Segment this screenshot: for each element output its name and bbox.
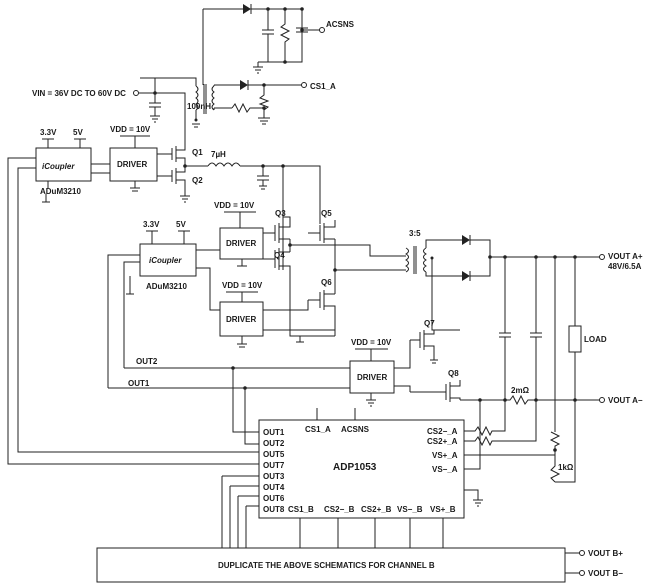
diode-cs1 [240, 80, 248, 90]
q4-label: Q4 [274, 251, 285, 260]
vdd-driver1-label: VDD = 10V [110, 125, 151, 134]
pin-out4: OUT4 [263, 483, 285, 492]
pin-vs-minus-b: VS−_B [397, 505, 423, 514]
pin-cs2-plus-a: CS2+_A [427, 437, 458, 446]
driver-3-box [219, 301, 264, 337]
diode-acsns [243, 4, 251, 14]
q1-label: Q1 [192, 148, 203, 157]
pin-cs2-minus-a: CS2−_A [427, 427, 458, 436]
pin-vs-plus-a: VS+_A [432, 451, 458, 460]
vout-a-spec-label: 48V/6.5A [608, 262, 642, 271]
pin-out5: OUT5 [263, 450, 285, 459]
vout-a-plus-label: VOUT A+ [608, 252, 643, 261]
driver-2-box [219, 227, 264, 260]
acsns-label: ACSNS [326, 20, 355, 29]
q2-label: Q2 [192, 176, 203, 185]
v5-mid-label: 5V [176, 220, 186, 229]
diode-d2 [462, 271, 470, 281]
pin-cs1-b: CS1_B [288, 505, 314, 514]
q5-label: Q5 [321, 209, 332, 218]
inductor-7uh-label: 7µH [211, 150, 226, 159]
q7-label: Q7 [424, 319, 435, 328]
r-2m-label: 2mΩ [511, 386, 530, 395]
q6-label: Q6 [321, 278, 332, 287]
vout-b-minus-label: VOUT B− [588, 569, 623, 578]
driver-3-label: DRIVER [226, 315, 256, 324]
pin-vs-plus-b: VS+_B [430, 505, 456, 514]
vdd-driver4-label: VDD = 10V [351, 338, 392, 347]
icoupler-mid-box [139, 243, 197, 277]
q8-label: Q8 [448, 369, 459, 378]
pin-cs2-minus-b: CS2−_B [324, 505, 355, 514]
driver-1-box [109, 147, 158, 182]
adp1053-section: ADP1053 OUT1 OUT2 OUT5 OUT7 OUT3 OUT4 OU… [221, 400, 556, 548]
v33-mid-label: 3.3V [143, 220, 160, 229]
vdd-driver2-label: VDD = 10V [214, 201, 255, 210]
full-bridge-section: 3.3V 5V iCoupler ADuM3210 VDD = 10V DRIV… [139, 201, 406, 348]
pin-out2: OUT2 [263, 439, 285, 448]
adum-top-label: ADuM3210 [40, 187, 81, 196]
out2-label: OUT2 [136, 357, 158, 366]
icoupler-top-box [35, 147, 92, 182]
duplicate-label: DUPLICATE THE ABOVE SCHEMATICS FOR CHANN… [218, 561, 435, 570]
pin-out8: OUT8 [263, 505, 285, 514]
inductor-100nh-label: 100nH [187, 102, 211, 111]
pin-cs2-plus-b: CS2+_B [361, 505, 392, 514]
icoupler-top-label: iCoupler [42, 162, 75, 171]
vout-a-minus-label: VOUT A− [608, 396, 643, 405]
v33-top-label: 3.3V [40, 128, 57, 137]
q3-label: Q3 [275, 209, 286, 218]
duplicate-section: DUPLICATE THE ABOVE SCHEMATICS FOR CHANN… [96, 547, 623, 583]
vin-label: VIN = 36V DC TO 60V DC [32, 89, 126, 98]
v5-top-label: 5V [73, 128, 83, 137]
duplicate-box [96, 547, 566, 583]
r-1k-label: 1kΩ [558, 463, 574, 472]
diode-d1 [462, 235, 470, 245]
out1-label: OUT1 [128, 379, 150, 388]
sync-rect-driver-section: VDD = 10V DRIVER OUT2 OUT1 [107, 254, 411, 445]
driver-4-label: DRIVER [357, 373, 387, 382]
vout-b-plus-label: VOUT B+ [588, 549, 623, 558]
vdd-driver3-label: VDD = 10V [222, 281, 263, 290]
adp1053-box [258, 419, 465, 519]
left-feed-lines [7, 157, 259, 465]
driver-4-box [349, 360, 395, 394]
load-label: LOAD [584, 335, 607, 344]
pin-acsns: ACSNS [341, 425, 370, 434]
vin-section: VIN = 36V DC TO 60V DC [32, 78, 186, 146]
icoupler-mid-label: iCoupler [149, 256, 182, 265]
pin-cs1-a: CS1_A [305, 425, 331, 434]
cs1-a-label: CS1_A [310, 82, 336, 91]
pin-out6: OUT6 [263, 494, 285, 503]
top-gate-drive-section: 3.3V 5V iCoupler ADuM3210 VDD = 10V DRIV… [35, 125, 321, 270]
ratio-label: 3:5 [409, 229, 421, 238]
current-sense-transformer-section: ACSNS CS1_A 100nH [140, 4, 355, 128]
pin-out3: OUT3 [263, 472, 285, 481]
pin-out1: OUT1 [263, 428, 285, 437]
adum-mid-label: ADuM3210 [146, 282, 187, 291]
load-box [568, 325, 582, 353]
pin-out7: OUT7 [263, 461, 285, 470]
driver-2-label: DRIVER [226, 239, 256, 248]
driver-1-label: DRIVER [117, 160, 147, 169]
pin-vs-minus-a: VS−_A [432, 465, 458, 474]
adp1053-label: ADP1053 [333, 462, 377, 473]
